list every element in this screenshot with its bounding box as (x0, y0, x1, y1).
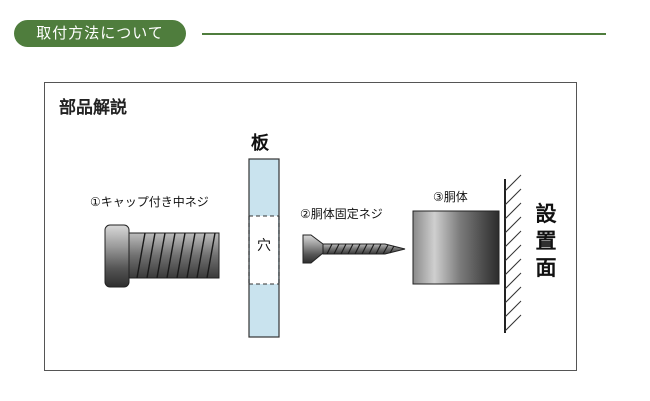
body-fixing-screw (302, 234, 406, 264)
cap-screw-label: ①キャップ付き中ネジ (90, 195, 209, 209)
hole-label: 穴 (257, 238, 271, 254)
mounting-wall (504, 174, 522, 333)
panel-title: 部品解説 (59, 98, 127, 118)
cap-screw (104, 224, 220, 288)
body-screw-label: ②胴体固定ネジ (300, 207, 383, 221)
mount-surface-label: 設置面 (535, 202, 557, 280)
body-label: ③胴体 (433, 190, 468, 204)
body-cylinder (412, 210, 500, 285)
parts-diagram-panel: 部品解説 (44, 82, 577, 371)
parts-diagram (104, 158, 522, 338)
section-divider (202, 33, 606, 35)
board-label: 板 (251, 133, 269, 154)
board (248, 158, 280, 338)
section-title: 取付方法について (14, 20, 186, 47)
